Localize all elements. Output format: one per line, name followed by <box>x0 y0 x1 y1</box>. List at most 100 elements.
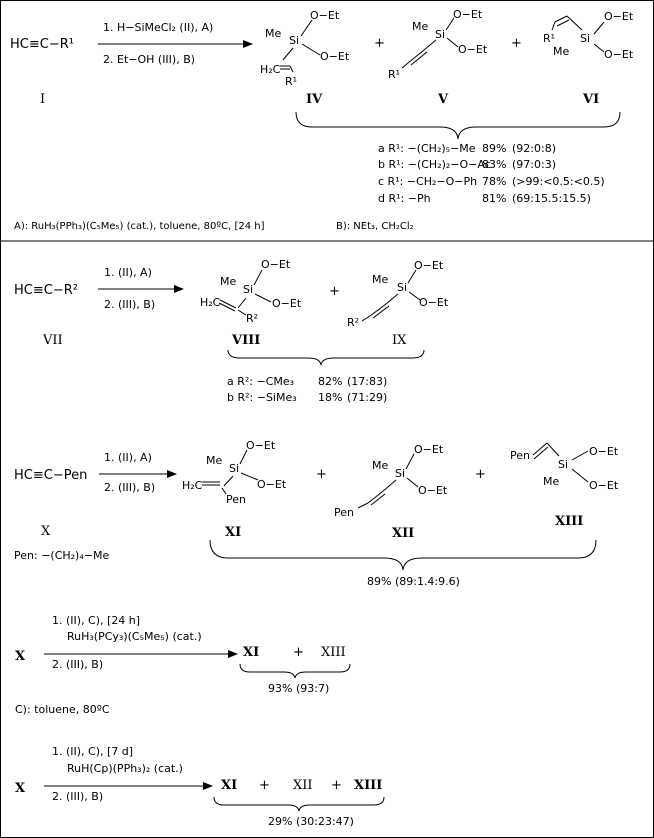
step2-text: 2. (III), B) <box>52 658 103 671</box>
label-I: I <box>40 92 45 107</box>
condition-C: C): toluene, 80ºC <box>15 703 110 716</box>
si-text: Si <box>558 458 568 471</box>
row-b-ratio: (97:0:3) <box>512 158 556 171</box>
si-text: Si <box>397 281 407 294</box>
oet-text: O−Et <box>604 48 634 61</box>
h2c-text: H₂C <box>200 296 221 309</box>
row-c-ratio: (>99:<0.5:<0.5) <box>512 175 605 188</box>
r-text: R¹ <box>388 68 400 81</box>
r-text: R² <box>246 312 258 325</box>
plus: + <box>511 36 522 51</box>
oet-text: O−Et <box>272 297 302 310</box>
row-a-ratio: (17:83) <box>347 375 387 388</box>
product-brace-3 <box>209 539 597 571</box>
row-b-yield: 18% <box>318 391 342 404</box>
product-brace-2 <box>227 349 425 366</box>
reactant-I: HC≡C−R¹ <box>10 37 74 52</box>
oet-text: O−Et <box>418 484 448 497</box>
product-IV: Me Si O−Et O−Et H₂C R¹ IV <box>260 9 350 107</box>
row-c-yield: 78% <box>482 175 506 188</box>
catalyst-text: RuH(Cp)(PPh₃)₂ (cat.) <box>67 762 183 775</box>
reactant-X: X <box>15 781 26 796</box>
oet-text: O−Et <box>419 296 449 309</box>
product-XIII: XIII <box>321 645 346 660</box>
label-V: V <box>437 92 449 107</box>
row-d-label: d R¹: −Ph <box>378 192 431 205</box>
row-a-label: a R²: −CMe₃ <box>227 375 294 388</box>
me-text: Me <box>206 454 222 467</box>
product-XIII: Pen Si Me O−Et O−Et XIII <box>510 442 619 529</box>
oet-text: O−Et <box>589 445 619 458</box>
r-text: Pen <box>226 493 246 506</box>
scheme-3: HC≡C−Pen X Pen: −(CH₂)₄−Me 1. (II), A) 2… <box>14 439 619 588</box>
oet-text: O−Et <box>604 10 634 23</box>
row-a-ratio: (92:0:8) <box>512 142 556 155</box>
label-IX: IX <box>392 333 407 348</box>
row-a-label: a R¹: −(CH₂)₅−Me <box>378 142 476 155</box>
r-text: R¹ <box>543 32 555 45</box>
result-text: 29% (30:23:47) <box>268 815 354 828</box>
step1-text: 1. (II), A) <box>104 266 152 279</box>
row-c-label: c R¹: −CH₂−O−Ph <box>378 175 477 188</box>
product-VI: R¹ Me Si O−Et O−Et VI <box>543 10 634 107</box>
row-b-label: b R¹: −(CH₂)₂−O−Ac <box>378 158 491 171</box>
plus: + <box>316 467 327 482</box>
product-XI: Me Si O−Et O−Et H₂C Pen XI <box>182 439 287 540</box>
oet-text: O−Et <box>414 443 444 456</box>
oet-text: O−Et <box>246 439 276 452</box>
reactant-VII: HC≡C−R² <box>14 283 78 298</box>
catalyst-text: RuH₃(PCy₃)(C₅Me₅) (cat.) <box>67 630 202 643</box>
row-a-yield: 89% <box>482 142 506 155</box>
label-VII: VII <box>42 333 63 348</box>
product-XIII: XIII <box>354 778 382 793</box>
r-text: R² <box>347 316 359 329</box>
plus: + <box>293 645 304 660</box>
reactant-X: HC≡C−Pen <box>14 468 87 483</box>
product-V: Me Si O−Et O−Et R¹ V <box>388 8 488 107</box>
step2-text: 2. (III), B) <box>104 298 155 311</box>
scheme-5: X 1. (II), C), [7 d] RuH(Cp)(PPh₃)₂ (cat… <box>15 745 385 828</box>
product-VIII: Me Si O−Et O−Et H₂C R² VIII <box>200 258 302 348</box>
r-text: Pen <box>334 506 354 519</box>
result-text: 89% (89:1.4:9.6) <box>367 575 460 588</box>
pen-definition: Pen: −(CH₂)₄−Me <box>14 549 109 562</box>
me-text: Me <box>372 459 388 472</box>
row-d-yield: 81% <box>482 192 506 205</box>
oet-text: O−Et <box>257 478 287 491</box>
step2-text: 2. (III), B) <box>104 481 155 494</box>
me-text: Me <box>220 275 236 288</box>
me-text: Me <box>412 20 428 33</box>
product-IX: Me Si O−Et O−Et R² IX <box>347 259 449 348</box>
si-text: Si <box>229 462 239 475</box>
row-d-ratio: (69:15.5:15.5) <box>512 192 591 205</box>
step1-text: 1. H−SiMeCl₂ (II), A) <box>103 21 213 34</box>
scheme-4: X 1. (II), C), [24 h] RuH₃(PCy₃)(C₅Me₅) … <box>15 614 351 716</box>
oet-text: O−Et <box>414 259 444 272</box>
plus: + <box>331 778 342 793</box>
step1-text: 1. (II), C), [24 h] <box>52 614 140 627</box>
h2c-text: H₂C <box>260 63 281 76</box>
step2-text: 2. (III), B) <box>52 790 103 803</box>
condition-A: A): RuH₃(PPh₃)(C₅Me₅) (cat.), toluene, 8… <box>14 221 265 232</box>
si-text: Si <box>243 283 253 296</box>
step2-text: 2. Et−OH (III), B) <box>103 53 195 66</box>
oet-text: O−Et <box>458 43 488 56</box>
row-a-yield: 82% <box>318 375 342 388</box>
product-brace-5 <box>213 796 385 812</box>
h2c-text: H₂C <box>182 479 203 492</box>
si-text: Si <box>395 467 405 480</box>
label-VI: VI <box>582 92 599 107</box>
r-text: R¹ <box>285 75 297 88</box>
oet-text: O−Et <box>589 479 619 492</box>
row-b-label: b R²: −SiMe₃ <box>227 391 297 404</box>
si-text: Si <box>580 32 590 45</box>
label-X: X <box>41 524 51 539</box>
reactant-X: X <box>15 649 26 664</box>
product-brace-1 <box>295 111 621 140</box>
plus: + <box>475 467 486 482</box>
plus: + <box>259 778 270 793</box>
me-text: Me <box>372 273 388 286</box>
si-text: Si <box>289 34 299 47</box>
plus: + <box>329 284 340 299</box>
